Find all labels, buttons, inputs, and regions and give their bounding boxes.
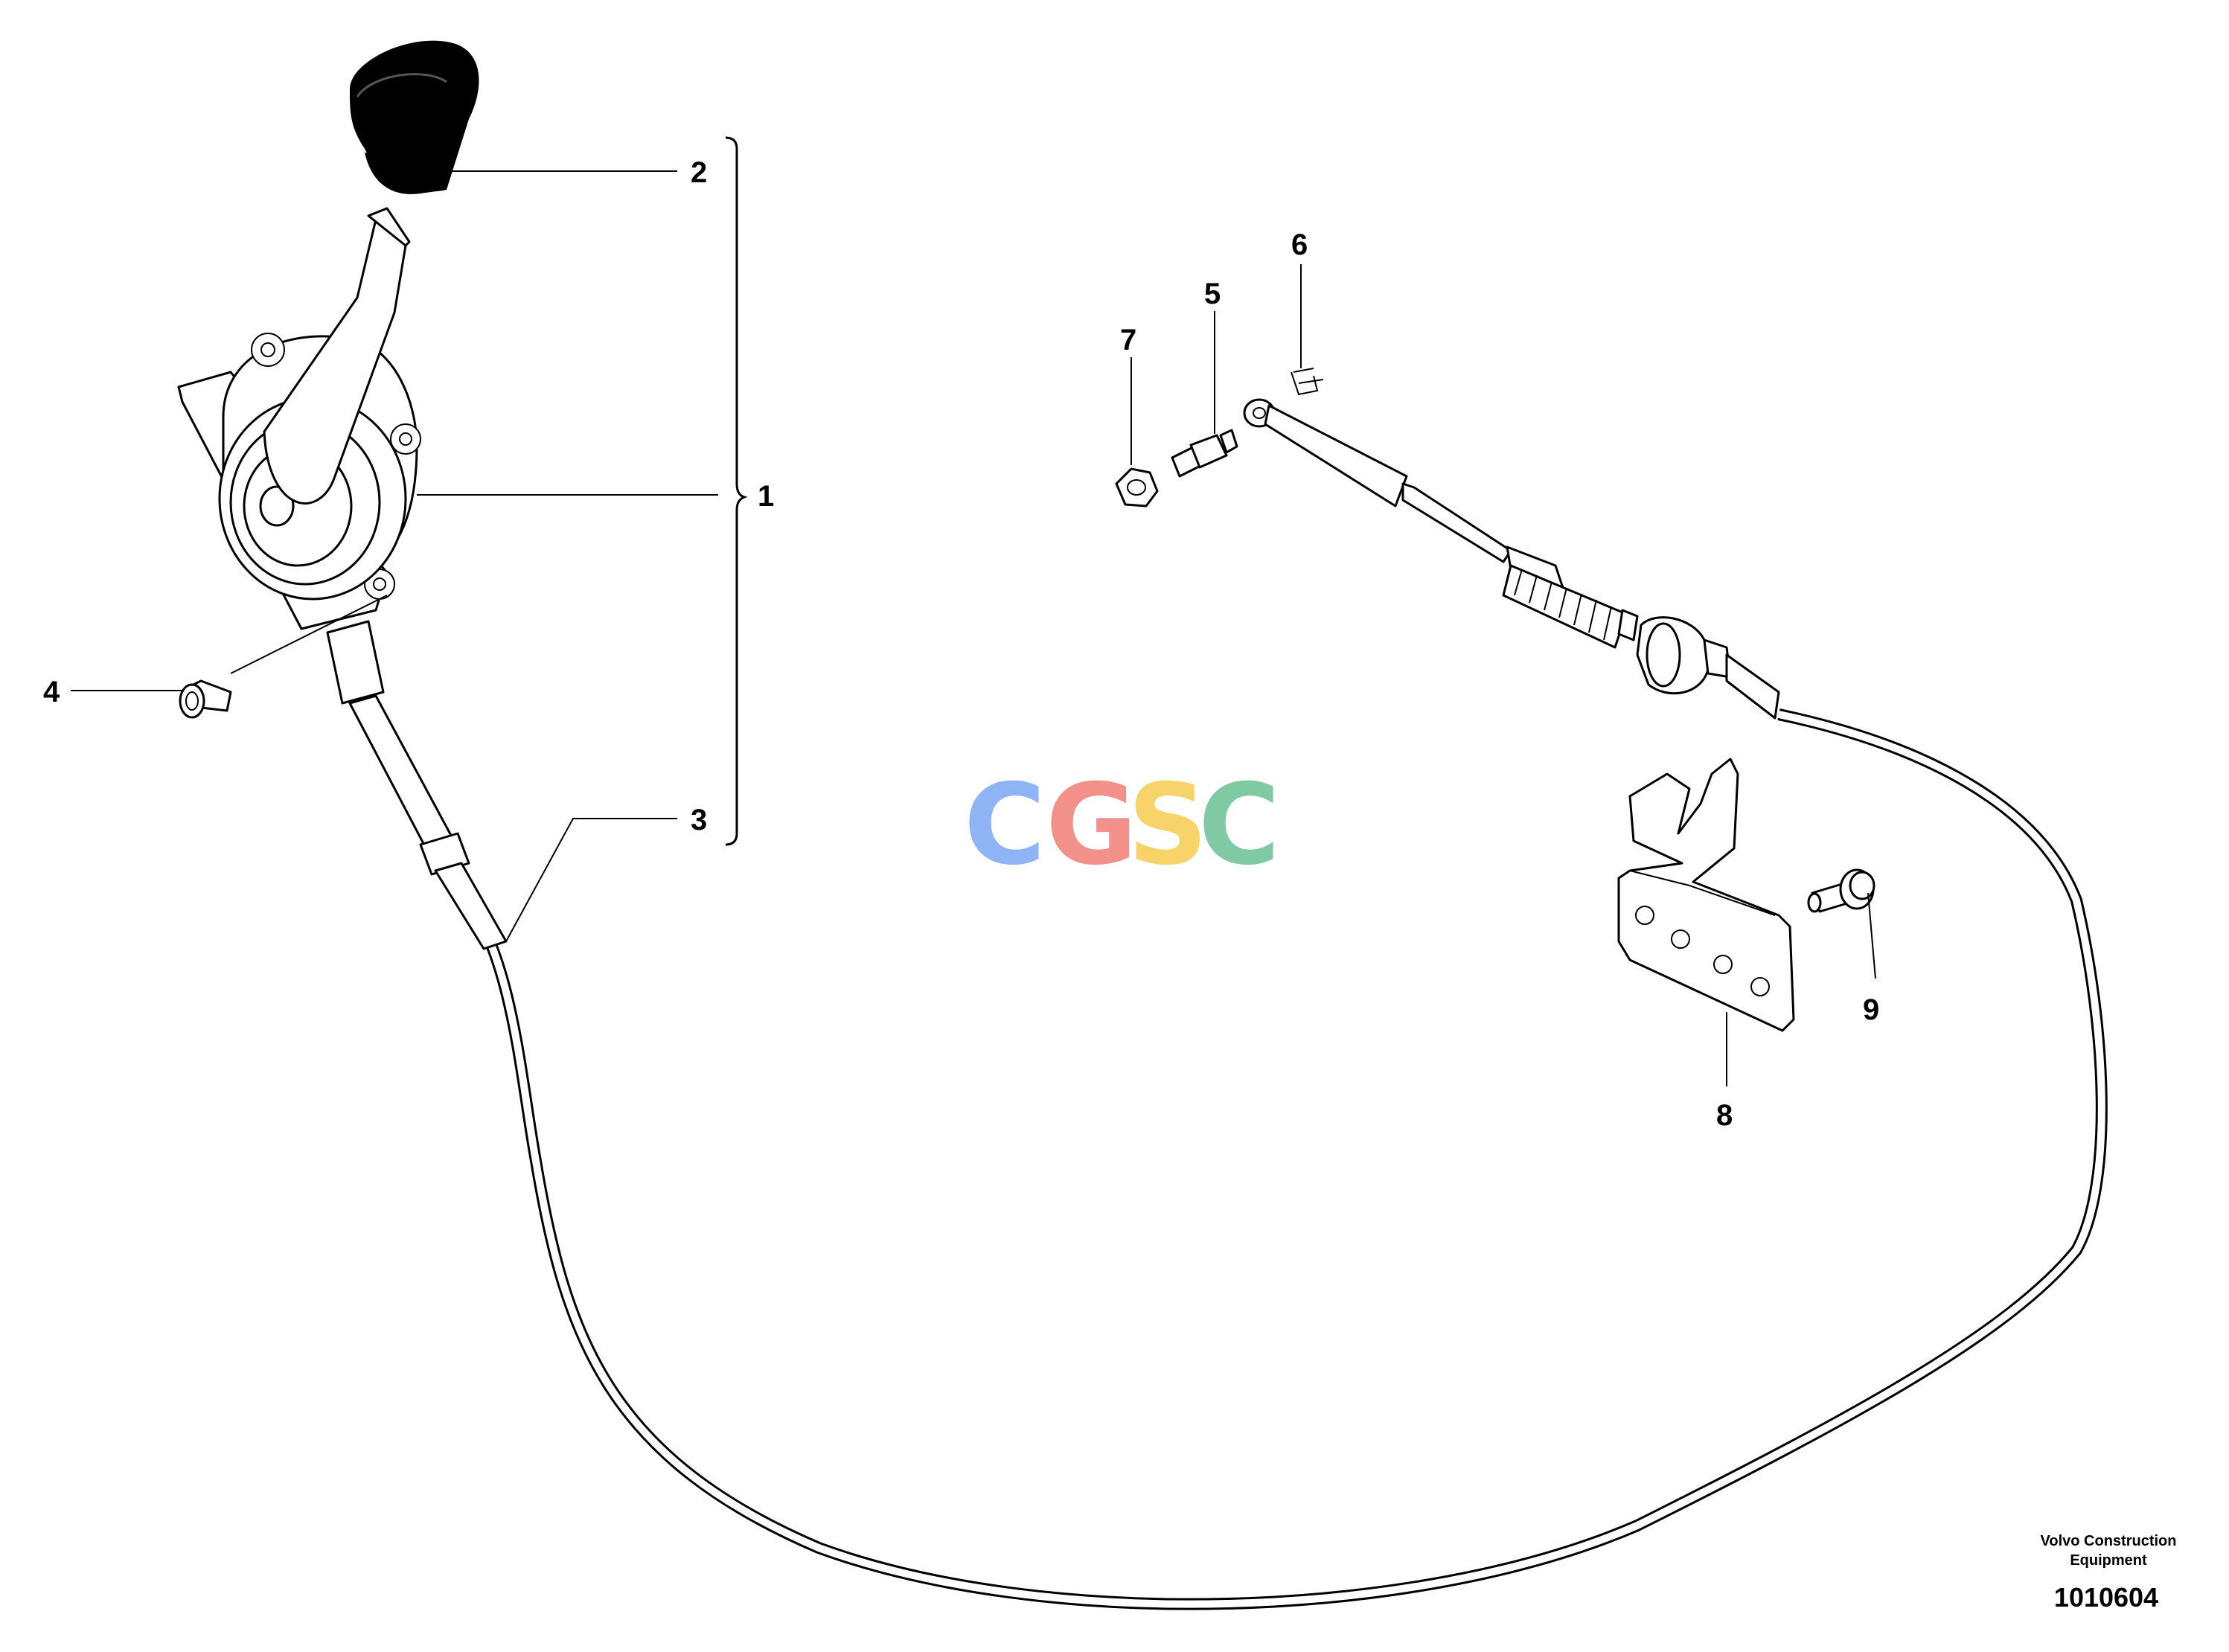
- callout-9: 9: [1863, 993, 1879, 1026]
- control-cable: [464, 708, 2108, 1610]
- watermark-letter: S: [1128, 761, 1208, 890]
- cable-sleeve: [326, 620, 508, 950]
- cable-end-rod: [1243, 398, 1564, 589]
- nut-item-7: [1115, 467, 1159, 508]
- lever-knob: [350, 40, 479, 194]
- watermark-letter: C: [1198, 761, 1280, 890]
- flange-screw-item-9: [1807, 868, 1875, 913]
- leader-lines: [71, 170, 1876, 1086]
- callout-6: 6: [1291, 228, 1308, 261]
- watermark: C G S C: [964, 761, 1280, 890]
- assembly-brace: [725, 136, 748, 846]
- callout-5: 5: [1204, 278, 1221, 310]
- callout-7: 7: [1120, 324, 1136, 356]
- control-lever-assembly: [177, 207, 421, 630]
- watermark-letter: G: [1046, 761, 1137, 890]
- drawing-number: 1010604: [2053, 1582, 2159, 1613]
- brand-label: Volvo Construction Equipment: [2027, 1531, 2190, 1570]
- callout-1: 1: [758, 480, 774, 513]
- stud-item-5: [1171, 429, 1238, 478]
- callout-3: 3: [691, 804, 707, 836]
- threaded-adjuster: [1502, 564, 1780, 720]
- callout-8: 8: [1716, 1099, 1733, 1132]
- callout-2: 2: [691, 156, 707, 189]
- callout-4: 4: [43, 676, 60, 708]
- brand-line-2: Equipment: [2070, 1552, 2147, 1569]
- clip-item-6: [1291, 368, 1324, 396]
- watermark-letter: C: [964, 761, 1046, 890]
- brand-line-1: Volvo Construction: [2040, 1533, 2177, 1549]
- bracket-item-8: [1617, 758, 1795, 1032]
- screw-item-4: [179, 679, 232, 719]
